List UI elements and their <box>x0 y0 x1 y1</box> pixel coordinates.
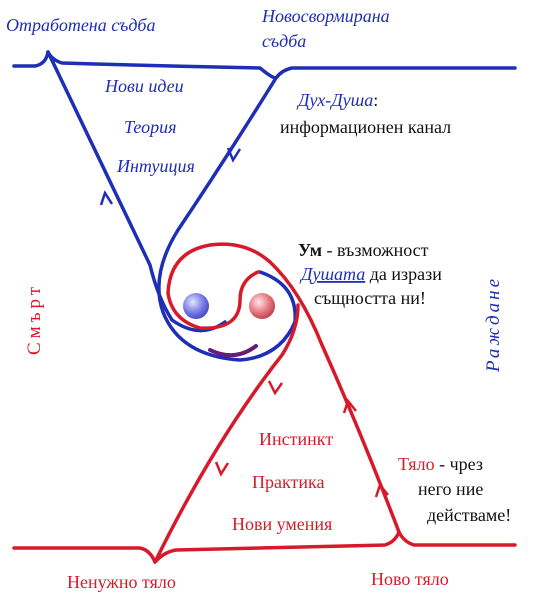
blue-return-path <box>46 50 227 333</box>
mind-line3: същността ни! <box>314 288 426 308</box>
body-line1: Тяло - чрез <box>398 454 483 474</box>
new-body-label: Ново тяло <box>371 569 449 589</box>
red-arrow-up-right <box>342 398 357 414</box>
new-fate-label-line2: съдба <box>262 31 306 51</box>
ideas-label: Нови идеи <box>104 76 184 96</box>
blue-arrow-up <box>99 190 114 206</box>
red-arrow-down <box>267 380 284 396</box>
new-fate-label-line1: Новосвормирана <box>261 6 390 26</box>
red-arrow-up-right-2 <box>374 482 389 498</box>
red-arrow-down-left <box>214 461 230 477</box>
body-line2: него ние <box>418 479 483 499</box>
blue-sphere <box>183 293 209 319</box>
smile-arc <box>208 344 258 358</box>
spirit-soul-label: Дух-Душа: <box>296 90 378 110</box>
practice-label: Практика <box>252 472 324 492</box>
theory-label: Теория <box>124 117 176 137</box>
body-line3: действаме! <box>427 505 511 525</box>
new-skills-label: Нови умения <box>232 514 332 534</box>
birth-label: Раждане <box>483 276 504 373</box>
unneeded-body-label: Ненужно тяло <box>67 572 176 592</box>
death-label: Смърт <box>24 283 45 355</box>
red-descent-path <box>153 303 300 564</box>
info-channel-label: информационен канал <box>280 117 451 137</box>
intuition-label: Интуиция <box>116 156 195 176</box>
mind-line1: Ум - възможност <box>298 240 429 260</box>
worked-fate-label: Отработена съдба <box>6 15 155 35</box>
blue-arrow-down <box>226 147 242 163</box>
red-body-path <box>12 242 517 564</box>
red-sphere <box>249 293 275 319</box>
instinct-label: Инстинкт <box>259 429 333 449</box>
mind-line2: Душата да изрази <box>299 264 442 284</box>
